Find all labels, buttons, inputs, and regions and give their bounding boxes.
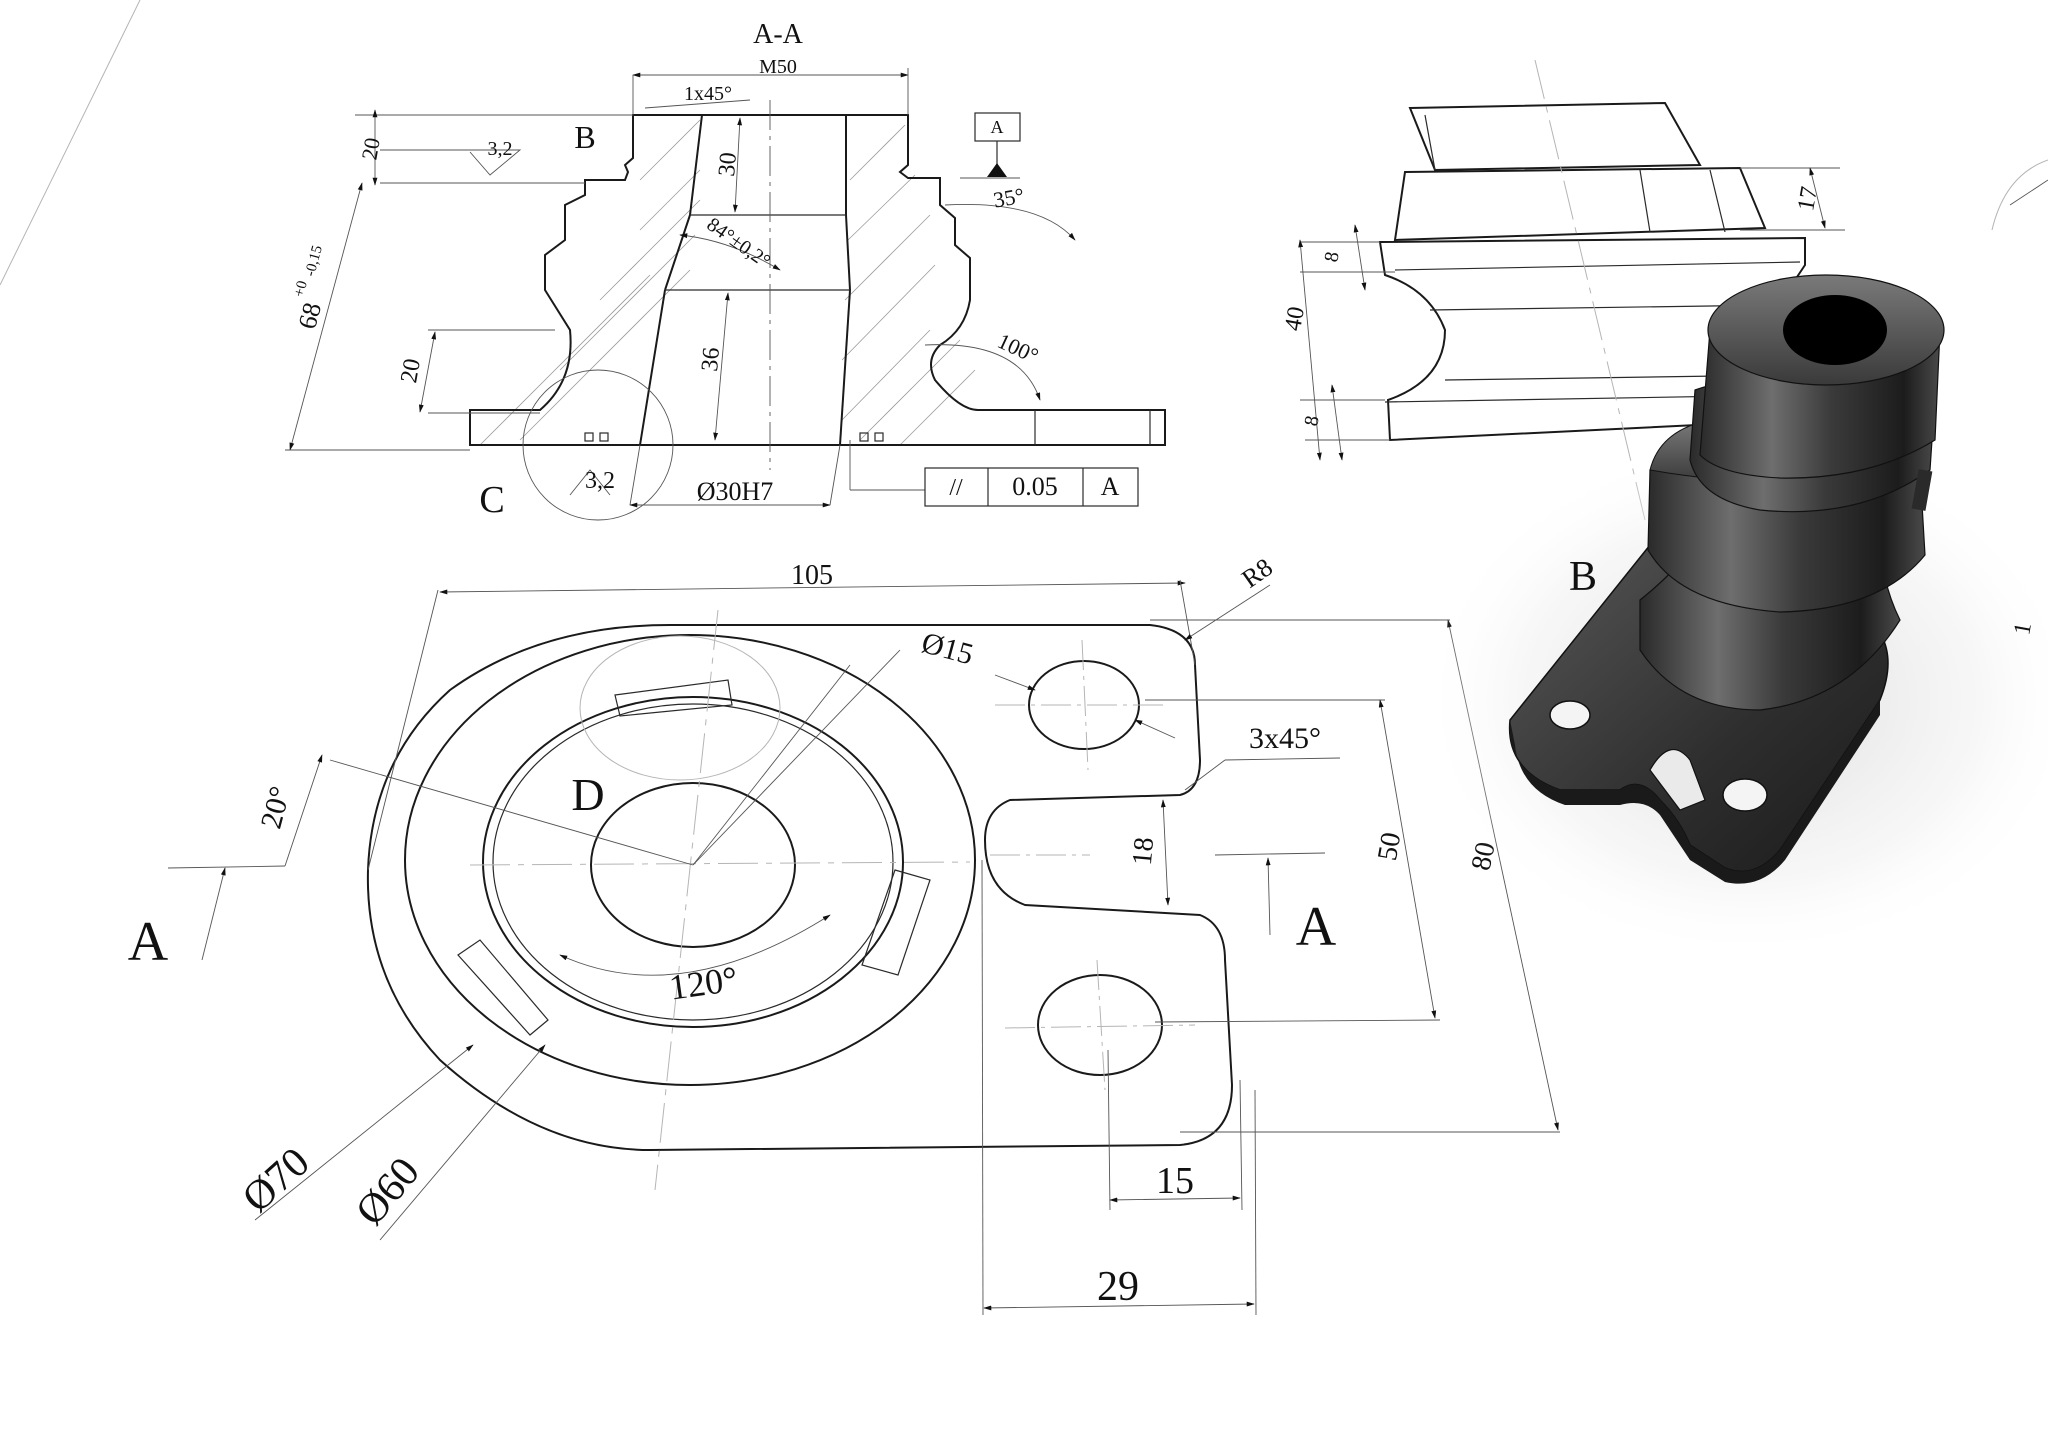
- bore-left-taper: [664, 214, 691, 291]
- paper-edge-arc: [1991, 159, 2048, 231]
- dim-68-tol-lower: -0,15: [302, 244, 326, 278]
- chamfer-3x45: 3x45°: [1249, 722, 1321, 755]
- dim-84-angle: 84°±0,2°: [703, 213, 775, 272]
- render-notch: [1911, 469, 1933, 511]
- bore-right-taper: [845, 214, 851, 291]
- render-top-bore: [1783, 295, 1887, 365]
- bore-right-bottom: [839, 289, 851, 446]
- dim-35-angle: 35°: [991, 183, 1026, 213]
- tolerance-value: 0.05: [1012, 472, 1058, 501]
- rendered-part: [1420, 274, 2048, 960]
- side-dim-40: 40: [1280, 305, 1310, 333]
- circle-70: [404, 634, 976, 1086]
- slot-right: [861, 869, 931, 976]
- diameter-70: Ø70: [234, 1139, 319, 1222]
- render-plate-edge: [1509, 700, 1880, 884]
- paper-edge-line-2: [2009, 179, 2048, 206]
- side-upper-ring: [1393, 166, 1767, 242]
- label-b: B: [574, 119, 595, 155]
- section-view-a-a: [285, 68, 1166, 521]
- tolerance-frame: [924, 467, 1139, 507]
- chamfer-label: 1x45°: [684, 83, 732, 105]
- detail-circle-d: [579, 635, 781, 781]
- label-c: C: [479, 479, 504, 521]
- hole-lower: [1037, 974, 1163, 1076]
- radius-r8: R8: [1236, 552, 1277, 593]
- bore-left-bottom: [639, 289, 666, 446]
- side-view: [1298, 59, 1901, 521]
- roughness-symbol-top: [380, 149, 522, 176]
- slot-left: [457, 939, 549, 1036]
- dim-105: 105: [791, 560, 833, 591]
- roughness-symbol-bottom: [569, 469, 611, 496]
- thread-label: M50: [759, 56, 797, 78]
- diameter-60: Ø60: [347, 1149, 429, 1234]
- bore-diameter: Ø30H7: [697, 477, 774, 506]
- render-hole-2: [1722, 778, 1768, 812]
- datum-triangle: [987, 163, 1007, 177]
- roughness-bottom-label: 3,2: [585, 468, 615, 494]
- dim-50: 50: [1372, 830, 1407, 863]
- dim-20-top: 20: [356, 136, 384, 162]
- dim-68: 68: [292, 299, 327, 332]
- section-hatching: [479, 119, 976, 446]
- dim-68-tol-upper: +0: [291, 279, 311, 299]
- render-slot: [1649, 749, 1706, 811]
- edge-mark: 1: [2009, 621, 2037, 637]
- dim-100-angle: 100°: [994, 328, 1042, 368]
- section-outline: [469, 114, 1166, 446]
- plan-view: [167, 579, 1560, 1316]
- paper-edge-line: [0, 0, 141, 286]
- dim-29: 29: [1097, 1264, 1139, 1310]
- dim-30: 30: [714, 151, 742, 177]
- roughness-top-label: 3,2: [488, 138, 513, 160]
- render-label-b: B: [1569, 554, 1597, 600]
- hole-diameter-15: Ø15: [918, 626, 976, 671]
- bore-left-top: [689, 114, 703, 216]
- side-dim-8-top: 8: [1320, 250, 1343, 264]
- plan-outline: [366, 624, 1234, 1152]
- dim-18: 18: [1127, 836, 1160, 867]
- label-d: D: [571, 769, 604, 820]
- circle-60: [482, 696, 904, 1028]
- dim-15: 15: [1156, 1160, 1194, 1202]
- section-title: A-A: [753, 19, 804, 50]
- slot-top: [614, 679, 733, 717]
- angle-120: 120°: [667, 959, 740, 1008]
- tolerance-symbol: //: [949, 475, 963, 501]
- datum-letter: A: [991, 117, 1004, 137]
- side-dim-8-bottom: 8: [1300, 414, 1323, 428]
- render-hole-1: [1549, 700, 1591, 730]
- angle-20: 20°: [254, 783, 297, 832]
- dim-20-mid: 20: [396, 357, 426, 385]
- side-dim-17: 17: [1793, 185, 1823, 213]
- detail-circle-c: [522, 369, 674, 521]
- side-top-cap: [1408, 101, 1702, 172]
- section-mark-a-right: A: [1296, 896, 1337, 958]
- dim-36: 36: [697, 346, 725, 372]
- tolerance-datum: A: [1101, 472, 1120, 501]
- section-mark-a-left: A: [128, 911, 169, 973]
